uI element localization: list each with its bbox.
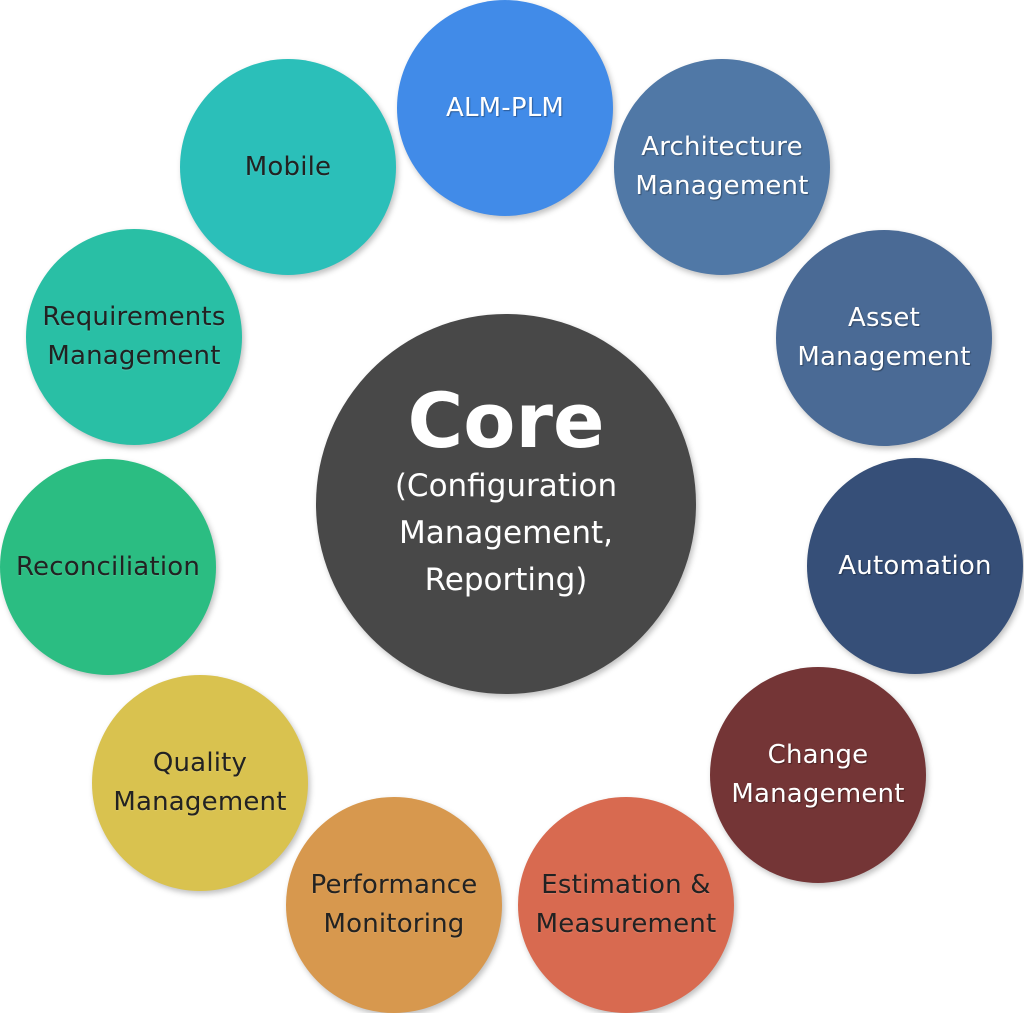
node-requirements-management: Requirements Management: [26, 229, 242, 445]
node-label: Architecture: [641, 132, 803, 162]
core-circle: Core (Configuration Management, Reportin…: [316, 314, 696, 694]
core-title: Core: [407, 375, 605, 465]
node-automation: Automation: [807, 458, 1023, 674]
node-label: ALM-PLM: [445, 92, 565, 123]
node-change-management: Change Management: [710, 667, 926, 883]
node-label: Reconciliation: [15, 551, 201, 582]
node-label: Management: [113, 787, 287, 817]
node-label: Performance: [310, 870, 478, 900]
node-label: Automation: [838, 550, 992, 581]
node-reconciliation: Reconciliation: [0, 459, 216, 675]
node-alm-plm: ALM-PLM: [397, 0, 613, 216]
node-mobile: Mobile: [180, 59, 396, 275]
core-subtitle-line-3: Reporting): [424, 561, 588, 598]
node-label: Requirements: [42, 302, 226, 332]
node-label: Asset: [847, 303, 921, 333]
node-label: Monitoring: [323, 909, 465, 939]
core-subtitle-line-2: Management,: [398, 514, 614, 551]
node-estimation-measurement: Estimation & Measurement: [518, 797, 734, 1013]
node-quality-management: Quality Management: [92, 675, 308, 891]
node-label: Management: [47, 341, 221, 371]
node-performance-monitoring: Performance Monitoring: [286, 797, 502, 1013]
node-asset-management: Asset Management: [776, 230, 992, 446]
node-label: Change: [767, 740, 869, 770]
node-label: Management: [797, 342, 971, 372]
node-label: Management: [635, 171, 809, 201]
node-label: Measurement: [535, 909, 717, 939]
node-label: Quality: [152, 748, 248, 778]
core-subtitle-line-1: (Configuration: [394, 467, 618, 504]
node-label: Management: [731, 779, 905, 809]
node-architecture-management: Architecture Management: [614, 59, 830, 275]
node-label: Estimation &: [541, 870, 711, 900]
node-label: Mobile: [244, 151, 332, 182]
